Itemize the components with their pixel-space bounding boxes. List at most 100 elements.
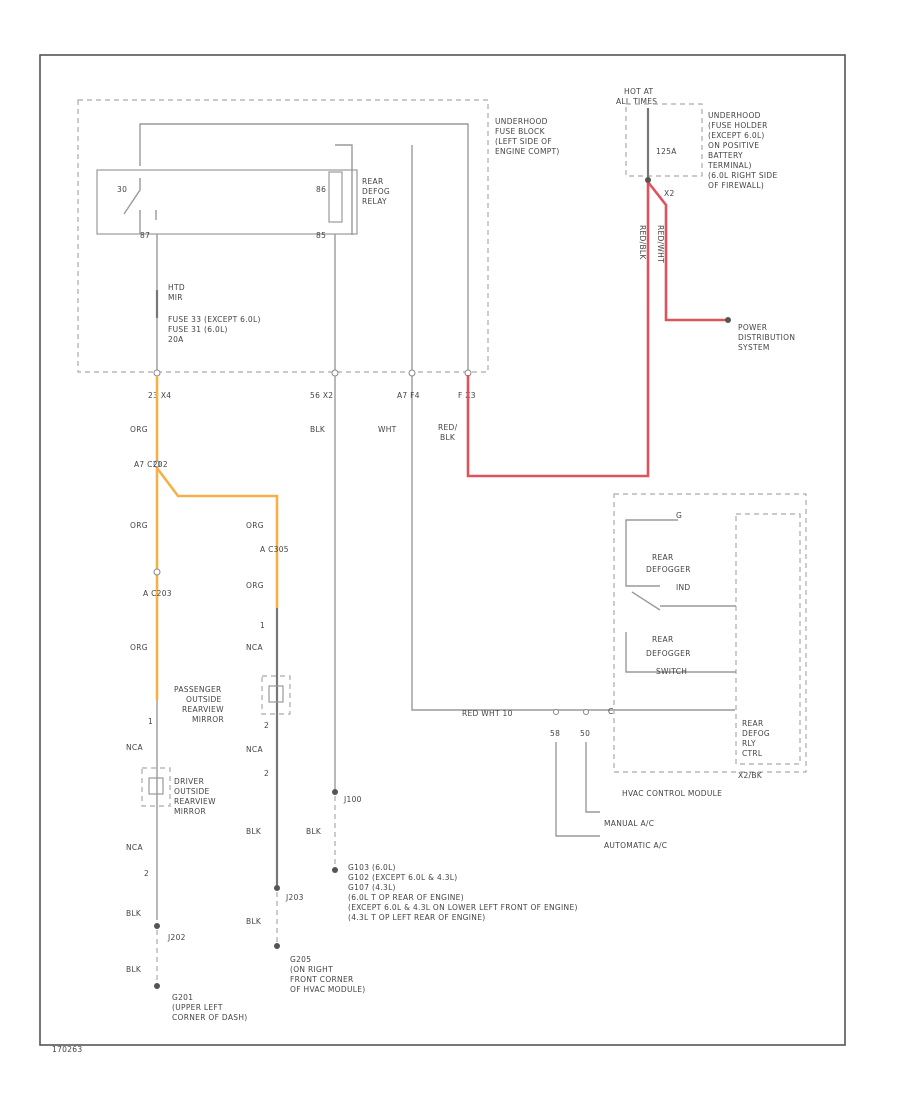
svg-text:REAR: REAR xyxy=(652,553,674,562)
svg-text:ALL TIMES: ALL TIMES xyxy=(616,97,657,106)
svg-text:CTRL: CTRL xyxy=(742,749,763,758)
connector-c305: A C305 xyxy=(260,545,289,554)
svg-text:UNDERHOOD: UNDERHOOD xyxy=(708,111,761,120)
svg-text:(ON RIGHT: (ON RIGHT xyxy=(290,965,333,974)
g201-label: G201 (UPPER LEFT CORNER OF DASH) xyxy=(172,993,248,1022)
diagram-frame xyxy=(39,54,846,1046)
svg-text:DISTRIBUTION: DISTRIBUTION xyxy=(738,333,795,342)
battery-wire-label-2: RED/WHT xyxy=(656,225,665,263)
battery-feed-wire xyxy=(466,182,650,478)
underhood-fuse-block-label: UNDERHOOD FUSE BLOCK (LEFT SIDE OF ENGIN… xyxy=(495,117,560,156)
wire-color-org-4: ORG xyxy=(246,581,264,590)
hot-at-all-times-label: HOT AT ALL TIMES xyxy=(616,87,657,106)
relay-switch-contact xyxy=(123,178,157,234)
driver-pin-2: 2 xyxy=(144,869,149,878)
relay-pin-30: 30 xyxy=(117,185,127,194)
wire-color-redblk-1: RED/ xyxy=(438,423,458,432)
svg-text:FUSE BLOCK: FUSE BLOCK xyxy=(495,127,546,136)
splice-j203: J203 xyxy=(285,893,304,902)
svg-text:PASSENGER: PASSENGER xyxy=(174,685,222,694)
svg-text:OF HVAC MODULE): OF HVAC MODULE) xyxy=(290,985,366,994)
passenger-mirror-label: PASSENGER OUTSIDE REARVIEW MIRROR xyxy=(174,685,224,724)
svg-text:23 X4: 23 X4 xyxy=(148,391,171,400)
wire-color-org-1: ORG xyxy=(130,425,148,434)
driver-mirror-label: DRIVER OUTSIDE REARVIEW MIRROR xyxy=(174,777,216,816)
engine-ground-notes: G103 (6.0L) G102 (EXCEPT 6.0L & 4.3L) G1… xyxy=(348,863,578,922)
rear-defogger-ind-label: REAR DEFOGGER IND xyxy=(646,553,690,592)
fuse-holder-box xyxy=(625,103,703,177)
passenger-pin-2-top: 2 xyxy=(264,721,269,730)
hvac-pin-c: C xyxy=(608,707,614,716)
svg-text:UNDERHOOD: UNDERHOOD xyxy=(495,117,548,126)
relay-coil xyxy=(328,171,343,223)
svg-text:OUTSIDE: OUTSIDE xyxy=(186,695,222,704)
manual-ac-label: MANUAL A/C xyxy=(604,819,654,828)
wire-color-blk-2: BLK xyxy=(246,827,262,836)
fuse-125a-label: 125A xyxy=(656,147,677,156)
relay-pin-86: 86 xyxy=(316,185,326,194)
hvac-internal-bus xyxy=(625,519,678,587)
driver-mirror-heater-icon xyxy=(148,777,164,795)
hvac-control-module-box xyxy=(613,493,807,773)
relay-pin-87: 87 xyxy=(140,231,150,240)
svg-text:ENGINE COMPT): ENGINE COMPT) xyxy=(495,147,560,156)
svg-text:REARVIEW: REARVIEW xyxy=(174,797,216,806)
svg-text:ON POSITIVE: ON POSITIVE xyxy=(708,141,759,150)
svg-text:G201: G201 xyxy=(172,993,193,1002)
wire-color-nca-3: NCA xyxy=(126,743,143,752)
svg-text:TERMINAL): TERMINAL) xyxy=(707,161,752,170)
wire-color-org-3: ORG xyxy=(246,521,264,530)
power-distribution-wire xyxy=(646,181,726,322)
svg-text:POWER: POWER xyxy=(738,323,767,332)
svg-text:56 X2: 56 X2 xyxy=(310,391,333,400)
svg-text:REAR: REAR xyxy=(362,177,384,186)
svg-text:G107 (4.3L): G107 (4.3L) xyxy=(348,883,396,892)
passenger-pin-1: 1 xyxy=(260,621,265,630)
svg-text:CORNER OF DASH): CORNER OF DASH) xyxy=(172,1013,248,1022)
svg-text:MIRROR: MIRROR xyxy=(174,807,206,816)
svg-text:20A: 20A xyxy=(168,335,184,344)
svg-text:SYSTEM: SYSTEM xyxy=(738,343,770,352)
connector-c202: A7 C202 xyxy=(134,460,168,469)
svg-text:REARVIEW: REARVIEW xyxy=(182,705,224,714)
fuse-x2-label: X2 xyxy=(664,189,675,198)
power-distribution-label: POWER DISTRIBUTION SYSTEM xyxy=(738,323,795,352)
svg-text:(FUSE HOLDER: (FUSE HOLDER xyxy=(708,121,768,130)
svg-text:DEFOGGER: DEFOGGER xyxy=(646,649,691,658)
svg-text:FUSE 31 (6.0L): FUSE 31 (6.0L) xyxy=(168,325,228,334)
wire-color-nca-4: NCA xyxy=(126,843,143,852)
fuse-holder-label: UNDERHOOD (FUSE HOLDER (EXCEPT 6.0L) ON … xyxy=(707,111,778,190)
svg-text:OUTSIDE: OUTSIDE xyxy=(174,787,210,796)
wire-color-wht: WHT xyxy=(378,425,397,434)
passenger-mirror-heater-icon xyxy=(268,685,284,703)
svg-text:FUSE 33 (EXCEPT 6.0L): FUSE 33 (EXCEPT 6.0L) xyxy=(168,315,261,324)
svg-text:DEFOG: DEFOG xyxy=(362,187,390,196)
svg-text:(6.0L T OP REAR OF ENGINE): (6.0L T OP REAR OF ENGINE) xyxy=(348,893,464,902)
wire-color-redblk-2: BLK xyxy=(440,433,456,442)
org-branch-wire xyxy=(155,467,279,608)
svg-text:HOT AT: HOT AT xyxy=(624,87,654,96)
svg-text:A7 F4: A7 F4 xyxy=(397,391,420,400)
passenger-mirror-box xyxy=(261,675,291,715)
relay-control-wire xyxy=(411,145,735,711)
connector-row: 23 X4 56 X2 A7 F4 F X3 xyxy=(148,391,476,400)
wire-color-org-5: ORG xyxy=(130,643,148,652)
hvac-wire-label: RED WHT 10 xyxy=(462,709,513,718)
svg-text:(EXCEPT 6.0L & 4.3L ON LOWER L: (EXCEPT 6.0L & 4.3L ON LOWER LEFT FRONT … xyxy=(348,903,578,912)
splice-j100: J100 xyxy=(343,795,362,804)
connector-c203: A C203 xyxy=(143,589,172,598)
svg-text:HTD: HTD xyxy=(168,283,185,292)
svg-text:(4.3L T OP LEFT REAR OF ENGINE: (4.3L T OP LEFT REAR OF ENGINE) xyxy=(348,913,485,922)
svg-text:G102 (EXCEPT 6.0L & 4.3L): G102 (EXCEPT 6.0L & 4.3L) xyxy=(348,873,458,882)
svg-text:(LEFT SIDE OF: (LEFT SIDE OF xyxy=(495,137,552,146)
wire-color-nca-2: NCA xyxy=(246,745,263,754)
svg-text:DRIVER: DRIVER xyxy=(174,777,204,786)
svg-text:RELAY: RELAY xyxy=(362,197,387,206)
wire-color-blk-5: BLK xyxy=(126,965,142,974)
svg-text:MIR: MIR xyxy=(168,293,183,302)
driver-mirror-box xyxy=(141,767,171,807)
svg-text:(6.0L RIGHT SIDE: (6.0L RIGHT SIDE xyxy=(708,171,778,180)
rear-defog-relay-label: REAR DEFOG RELAY xyxy=(362,177,390,206)
svg-text:REAR: REAR xyxy=(742,719,764,728)
relay-top-bus xyxy=(139,123,469,372)
